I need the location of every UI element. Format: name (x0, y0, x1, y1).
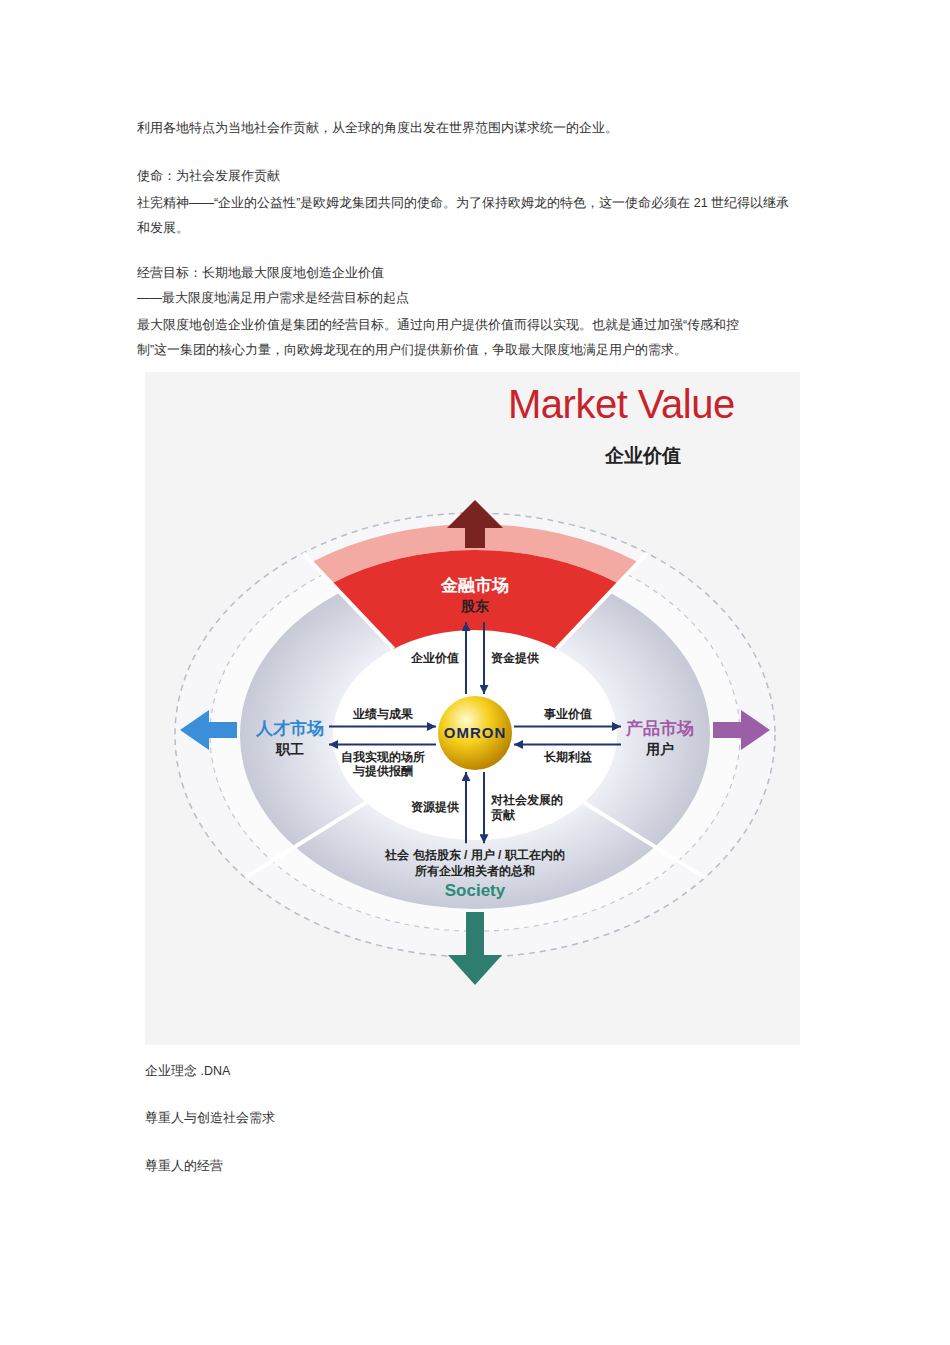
flow-arrow (483, 772, 485, 843)
node-text: 职工 (256, 740, 324, 758)
node-heading: 产品市场 (626, 718, 694, 740)
body-text: 最大限度地创造企业价值是集团的经营目标。通过向用户提供价值而得以实现。也就是通过… (137, 313, 742, 363)
segment-gap (245, 803, 366, 878)
node-heading: 社会 包括股东 / 用户 / 职工在内的所有企业相关者的总和 (384, 848, 566, 879)
edge-label: 资源提供 (411, 800, 459, 814)
flow-arrow (329, 726, 436, 728)
right-arrow-head (741, 710, 770, 750)
flow-arrow (329, 744, 436, 746)
body-text: 企业理念 .DNA (145, 1061, 230, 1081)
edge-label: 事业价值 (544, 707, 592, 721)
outer-dashed-ring (175, 513, 775, 957)
body-text: 利用各地特点为当地社会作贡献，从全球的角度出发在世界范围内谋求统一的企业。 (137, 118, 618, 138)
left-arrow-shaft (207, 722, 237, 738)
flow-arrow (514, 726, 621, 728)
grey-ring (240, 561, 710, 909)
market-segment: 产品市场用户 (622, 714, 698, 762)
node-text: Society (384, 880, 566, 902)
flow-arrow (465, 772, 467, 843)
market-segment: 人才市场职工 (252, 714, 328, 762)
flow-arrow (465, 622, 467, 694)
edge-label: 企业价值 (411, 651, 459, 665)
node-heading: OMRON (444, 723, 507, 743)
body-text: ——最大限度地满足用户需求是经营目标的起点 (137, 288, 409, 308)
up-arrow-head (447, 500, 503, 528)
middle-dashed-ring (210, 539, 740, 931)
market-band: 金融市场股东 (435, 569, 515, 621)
edge-label: 资金提供 (491, 651, 539, 665)
node-heading: 金融市场 (441, 575, 509, 597)
body-text: 尊重人与创造社会需求 (145, 1108, 275, 1128)
edge-label: 业绩与成果 (353, 707, 413, 721)
ball-circle (438, 696, 512, 770)
diagram-subtitle: 企业价值 (605, 443, 681, 469)
right-arrow-shaft (713, 722, 743, 738)
down-arrow-shaft (466, 912, 484, 957)
diagram-title: Market Value (508, 382, 735, 427)
body-text: 使命：为社会发展作贡献 (137, 166, 280, 186)
body-text: 经营目标：长期地最大限度地创造企业价值 (137, 263, 384, 283)
edge-label: 自我实现的场所与提供报酬 (340, 750, 426, 779)
flow-arrow (514, 744, 621, 746)
segment-gap (303, 553, 394, 649)
segment-gap (584, 803, 705, 878)
edge-label: 长期利益 (544, 750, 592, 764)
outer-arrows (180, 500, 770, 985)
flow-arrow (483, 622, 485, 694)
diagram-ground (145, 372, 800, 1045)
body-text: 尊重人的经营 (145, 1156, 223, 1176)
node-heading: 人才市场 (256, 718, 324, 740)
down-arrow-head (448, 955, 502, 985)
inner-white-disc (333, 630, 617, 840)
omron-ball: OMRON (437, 695, 513, 771)
body-text: 社宪精神——“企业的公益性”是欧姆龙集团共同的使命。为了保持欧姆龙的特色，这一使… (137, 191, 792, 241)
node-text: 用户 (626, 740, 694, 758)
red-band (332, 550, 619, 649)
left-arrow-head (180, 710, 209, 750)
segment-gap (556, 553, 647, 649)
edge-label: 对社会发展的贡献 (491, 793, 563, 822)
society-segment: 社会 包括股东 / 用户 / 职工在内的所有企业相关者的总和Society (380, 844, 570, 905)
node-text: 股东 (441, 597, 509, 615)
